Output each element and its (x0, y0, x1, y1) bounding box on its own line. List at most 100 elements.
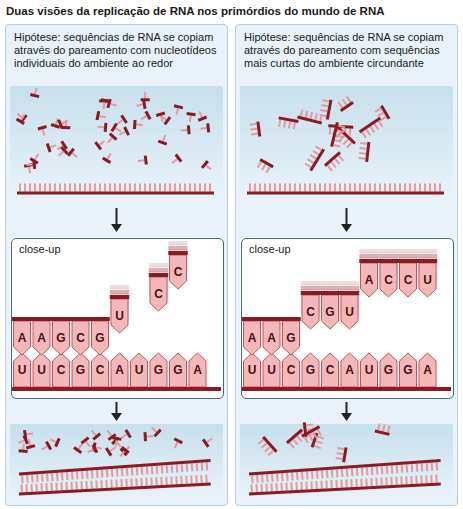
nucleotide-base (53, 321, 70, 355)
nucleotide (81, 436, 94, 449)
backbone (110, 295, 130, 299)
closeup-ground (240, 237, 453, 398)
nucleotide-base (361, 353, 378, 387)
base-letter: G (303, 363, 319, 377)
nucleotide-base (244, 353, 261, 387)
nucleotide (94, 137, 107, 150)
backbone (149, 263, 169, 267)
nucleotide (133, 120, 143, 130)
nucleotide (200, 123, 210, 133)
nucleotide (169, 154, 182, 167)
nucleotide-base (14, 321, 31, 355)
nucleotide (171, 437, 183, 450)
base-letter: C (53, 363, 69, 377)
nucleotide (86, 444, 98, 456)
nucleotide-base (244, 321, 261, 355)
nucleotide (172, 104, 183, 115)
nucleotide (136, 100, 147, 110)
base-letter: U (342, 305, 358, 319)
nucleotide (67, 148, 80, 161)
rna-strand (247, 184, 444, 195)
nucleotide (56, 146, 69, 159)
hypothesis-text: Hipótese: sequências de RNA se copiam at… (14, 31, 219, 70)
short-rna (324, 151, 346, 172)
nucleotide-base (92, 321, 109, 355)
backbone (359, 254, 437, 258)
nucleotide-base (419, 353, 436, 387)
rna-strand (17, 184, 214, 195)
base-letter: U (14, 363, 30, 377)
short-rna (256, 158, 274, 174)
base-letter: G (322, 305, 338, 319)
nucleotide-base (170, 353, 187, 387)
nucleotide-base (53, 353, 70, 387)
short-rna (297, 109, 324, 125)
backbone (168, 251, 188, 255)
nucleotide (17, 435, 29, 447)
short-rna (335, 446, 347, 462)
base-letter: C (303, 305, 319, 319)
nucleotide-base (72, 321, 89, 355)
base-letter: U (34, 363, 50, 377)
backbone (168, 241, 188, 245)
nucleotide-base (150, 277, 167, 311)
backbone (359, 249, 437, 253)
backbone (242, 387, 451, 391)
base-letter: A (112, 363, 128, 377)
hypothesis-panel: Hipótese: sequências de RNA se copiam at… (235, 24, 458, 506)
nucleotide-group (110, 295, 130, 333)
nucleotide (117, 446, 130, 459)
scene-box (240, 86, 453, 204)
closeup-ground (10, 237, 223, 398)
rna-strand (19, 459, 211, 483)
short-rna (249, 121, 261, 137)
nucleotide (57, 117, 69, 129)
nucleotide (185, 112, 195, 123)
nucleotide (117, 126, 130, 138)
short-rna (336, 95, 354, 112)
nucleotide-base (131, 353, 148, 387)
backbone (301, 281, 360, 285)
nucleotide (23, 429, 34, 439)
nucleotide (139, 111, 152, 123)
nucleotide (39, 441, 52, 453)
nucleotide-group (12, 317, 110, 355)
nucleotide (88, 427, 101, 440)
base-letter: A (190, 363, 206, 377)
backbone (110, 290, 130, 294)
nucleotide (26, 160, 36, 170)
nucleotide-base (302, 353, 319, 387)
backbone (242, 317, 301, 321)
nucleotide-base (263, 321, 280, 355)
nucleotide-group (359, 259, 437, 297)
nucleotide (30, 87, 41, 98)
nucleotide-base (170, 255, 187, 289)
short-rna (286, 429, 308, 450)
base-letter: U (361, 363, 377, 377)
base-letter: U (420, 273, 436, 287)
nucleotide (24, 438, 35, 450)
base-letter: A (420, 363, 436, 377)
nucleotide-base (150, 353, 167, 387)
nucleotide (143, 432, 153, 442)
nucleotide-group (168, 251, 188, 289)
base-letter: G (92, 331, 108, 345)
nucleotide-base (400, 263, 417, 297)
base-letter: A (264, 331, 280, 345)
nucleotide (201, 160, 214, 173)
backbone (149, 273, 169, 277)
nucleotide-base (72, 353, 89, 387)
backbone (301, 291, 360, 295)
nucleotide (106, 99, 118, 110)
nucleotide-base (361, 263, 378, 297)
short-rna (311, 433, 325, 450)
short-rna (257, 436, 278, 458)
nucleotide (61, 120, 70, 130)
base-letter: C (283, 363, 299, 377)
nucleotide-base (111, 353, 128, 387)
nucleotides (15, 87, 444, 496)
base-letter: C (92, 363, 108, 377)
base-letter: U (264, 363, 280, 377)
nucleotide (111, 436, 121, 447)
nucleotide (180, 125, 190, 135)
